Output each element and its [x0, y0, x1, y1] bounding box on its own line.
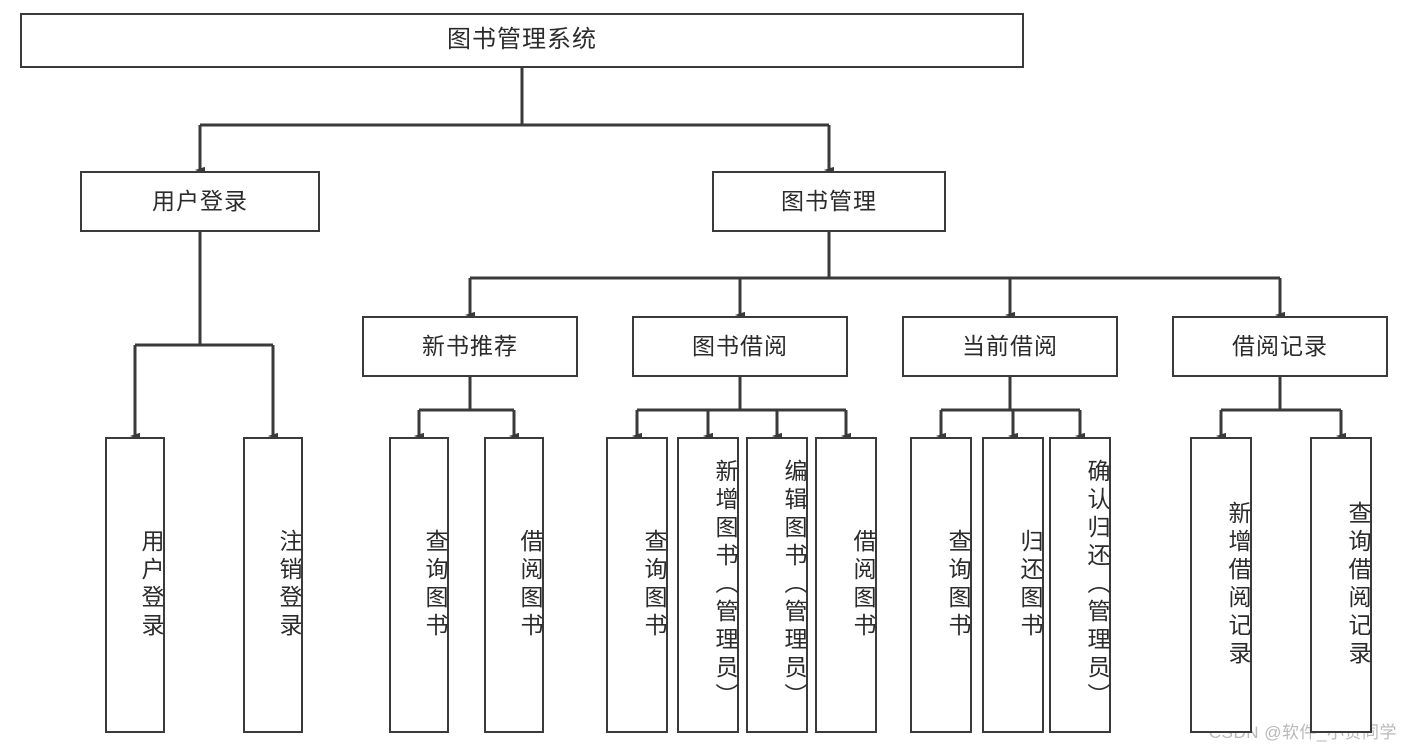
node-label: 用户登录 — [138, 529, 164, 641]
node-l4-edit-book: 编辑图书（管理员） — [746, 437, 808, 733]
node-l4-add-book: 新增图书（管理员） — [677, 437, 739, 733]
node-l4-logout: 注销登录 — [243, 437, 303, 733]
node-l4-query-book-c: 查询图书 — [910, 437, 972, 733]
node-label: 查询借阅记录 — [1345, 501, 1371, 669]
node-label: 查询图书 — [422, 529, 448, 641]
node-label: 注销登录 — [276, 529, 302, 641]
node-l2-book-mgmt: 图书管理 — [712, 171, 946, 232]
node-label: 借阅图书 — [517, 529, 543, 641]
node-label: 新增借阅记录 — [1225, 501, 1251, 669]
node-l4-borrow-book-a: 借阅图书 — [484, 437, 544, 733]
node-l4-query-book-a: 查询图书 — [389, 437, 449, 733]
node-label: 图书管理系统 — [447, 26, 597, 54]
node-l4-return-book: 归还图书 — [982, 437, 1044, 733]
node-label: 查询图书 — [641, 529, 667, 641]
node-l4-confirm-return: 确认归还（管理员） — [1049, 437, 1111, 733]
node-label: 确认归还（管理员） — [1084, 459, 1110, 711]
node-label: 当前借阅 — [962, 332, 1058, 359]
node-label: 查询图书 — [945, 529, 971, 641]
node-l4-user-login: 用户登录 — [105, 437, 165, 733]
node-label: 借阅图书 — [850, 529, 876, 641]
node-l3-new-book: 新书推荐 — [362, 316, 578, 377]
node-l3-borrow: 图书借阅 — [632, 316, 848, 377]
node-l3-records: 借阅记录 — [1172, 316, 1388, 377]
node-l3-current: 当前借阅 — [902, 316, 1118, 377]
node-label: 编辑图书（管理员） — [781, 459, 807, 711]
node-label: 用户登录 — [152, 187, 248, 214]
node-label: 归还图书 — [1017, 529, 1043, 641]
node-root: 图书管理系统 — [20, 13, 1024, 68]
node-l4-borrow-book-b: 借阅图书 — [815, 437, 877, 733]
node-l4-add-record: 新增借阅记录 — [1190, 437, 1252, 733]
node-l2-login: 用户登录 — [80, 171, 320, 232]
node-label: 借阅记录 — [1232, 332, 1328, 359]
node-label: 图书管理 — [781, 187, 877, 214]
node-l4-query-book-b: 查询图书 — [606, 437, 668, 733]
node-l4-query-record: 查询借阅记录 — [1310, 437, 1372, 733]
node-label: 新书推荐 — [422, 332, 518, 359]
node-label: 新增图书（管理员） — [712, 459, 738, 711]
node-label: 图书借阅 — [692, 332, 788, 359]
